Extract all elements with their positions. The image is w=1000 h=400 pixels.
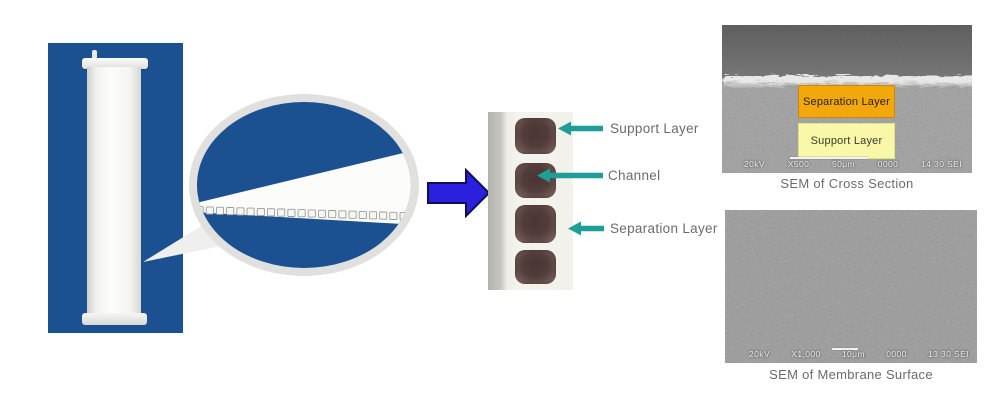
- sem-membrane-surface-caption: SEM of Membrane Surface: [769, 367, 933, 382]
- magnifier-inset: [189, 94, 419, 276]
- sem-scale-label: 10μm: [841, 349, 865, 359]
- sem-scale-label: 50μm: [831, 159, 856, 169]
- channel-opening: [515, 118, 556, 154]
- module-bottom-cap: [82, 313, 147, 325]
- support-layer-overlay-box: Support Layer: [798, 123, 895, 159]
- sem-scale-bar: [832, 348, 858, 350]
- zoom-callout-tail: [143, 220, 221, 262]
- sem-surface-texture: [725, 210, 977, 363]
- sem-detector-label: 14 30 SEI: [921, 159, 962, 169]
- cross-section-photo: [488, 112, 573, 290]
- flat-sheet-membrane-wedge: [197, 149, 411, 225]
- channel-label: Channel: [608, 168, 661, 183]
- sem-voltage: 20kV: [749, 349, 770, 359]
- sem-status-bar: 20kV X1,000 10μm 0000 13 30 SEI: [725, 349, 977, 359]
- pointer-arrow-icon-support: [558, 121, 603, 135]
- sem-magnification: X1,000: [791, 349, 821, 359]
- sem-membrane-surface-image: 20kV X1,000 10μm 0000 13 30 SEI: [725, 210, 977, 363]
- transform-arrow-icon: [427, 167, 491, 219]
- separation-layer-overlay-box: Separation Layer: [798, 85, 895, 118]
- sem-voltage: 20kV: [744, 159, 765, 169]
- module-port-nub: [92, 50, 97, 60]
- channel-opening: [515, 250, 556, 284]
- pointer-arrow-icon-channel: [537, 168, 603, 182]
- pointer-arrow-icon-separation: [568, 221, 604, 235]
- sem-frame-counter: 0000: [886, 349, 907, 359]
- sem-detector-label: 13 30 SEI: [928, 349, 969, 359]
- sem-cross-section-caption: SEM of Cross Section: [780, 176, 914, 191]
- sem-scale-bar: [790, 157, 868, 159]
- sem-magnification: X500: [787, 159, 810, 169]
- membrane-channel-squares: [197, 206, 408, 221]
- sem-status-bar: 20kV X500 50μm 0000 14 30 SEI: [722, 159, 972, 169]
- module-top-cap: [82, 58, 148, 69]
- channel-opening: [515, 205, 556, 243]
- sem-cross-section-image: Separation Layer Support Layer 20kV X500…: [722, 25, 972, 173]
- sem-frame-counter: 0000: [877, 159, 899, 169]
- support-layer-label: Support Layer: [610, 121, 699, 136]
- separation-layer-label: Separation Layer: [610, 221, 718, 236]
- membrane-module-body: [87, 67, 141, 315]
